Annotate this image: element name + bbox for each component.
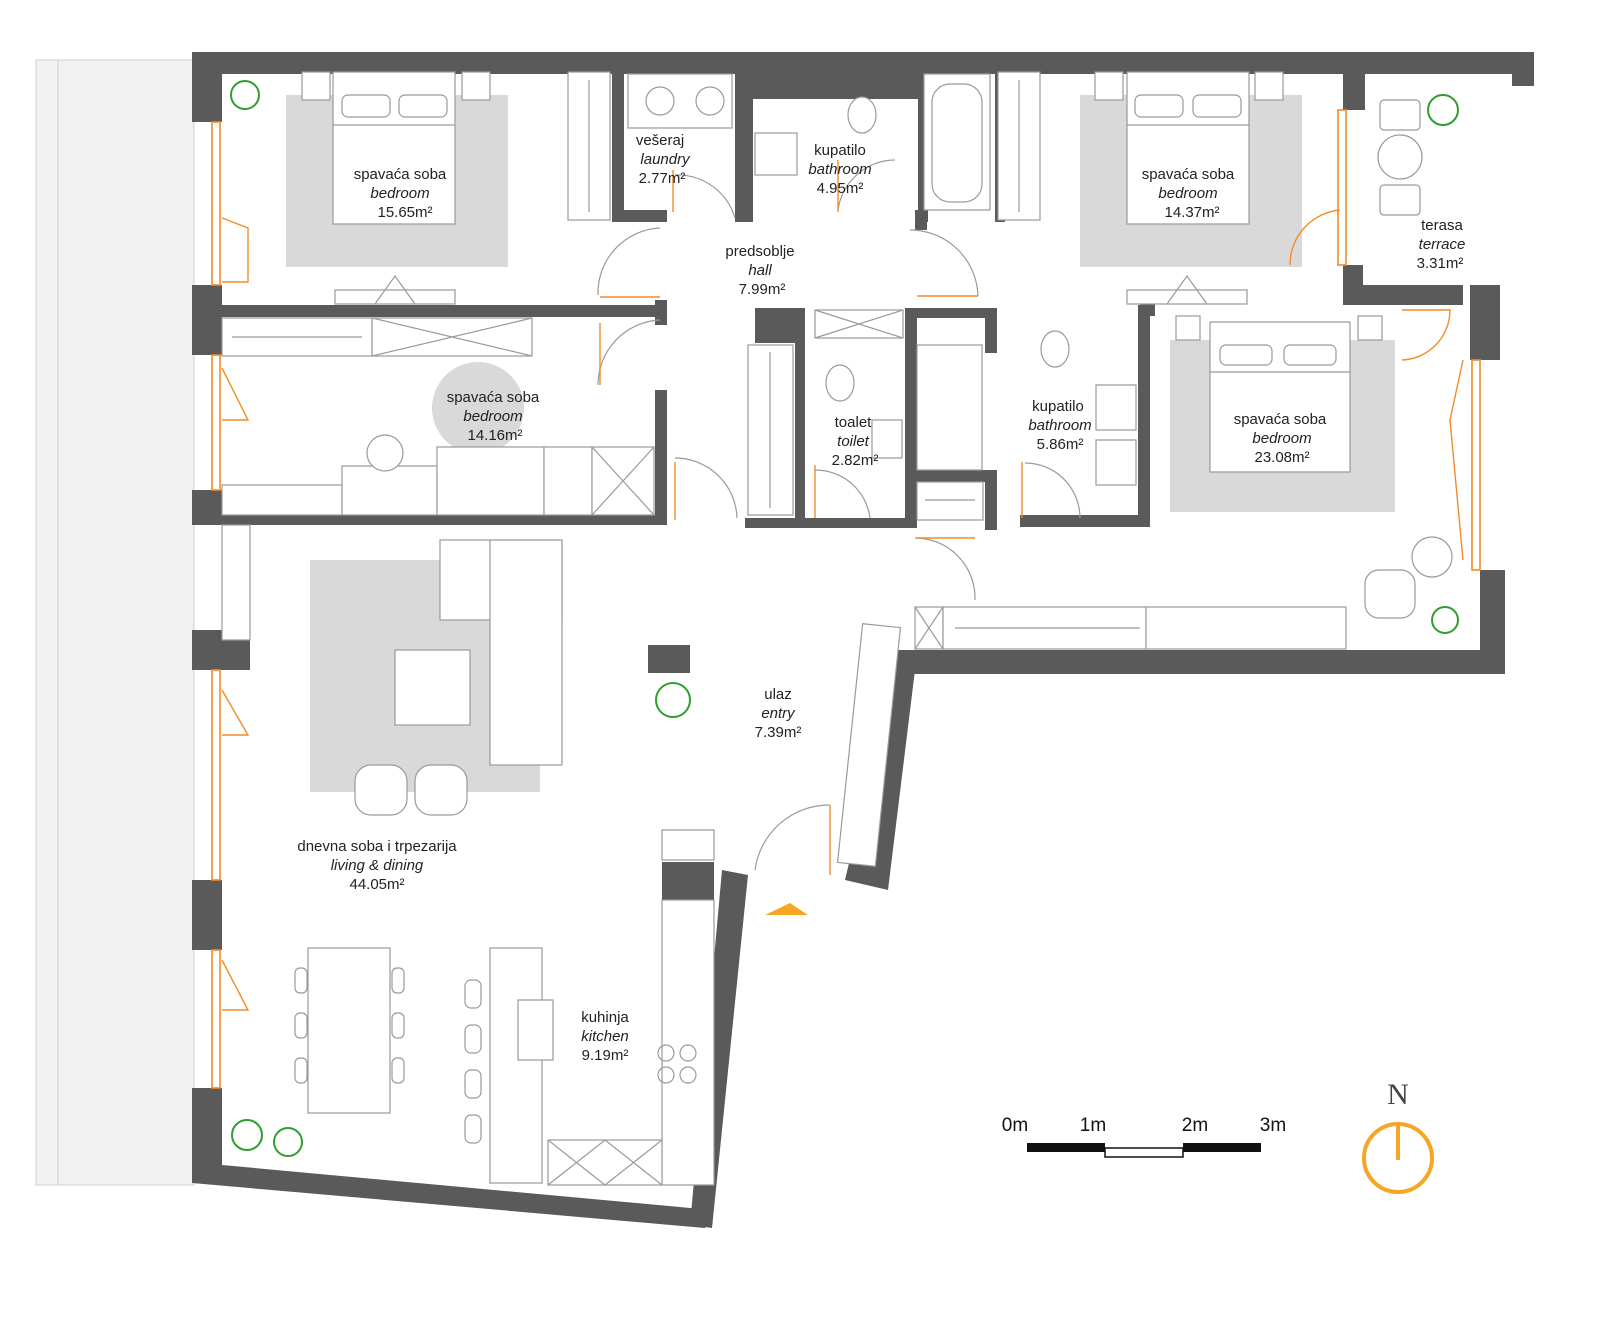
wardrobes [221,71,1347,867]
sink-icon [754,132,1137,486]
room-label: terasa terrace 3.31m² [1417,217,1466,272]
room-name: spavaća soba [447,389,540,406]
room-area: 7.99m² [739,281,786,298]
scale-bar: 0m 1m 2m 3m [1002,1115,1286,1158]
room-area: 9.19m² [582,1047,629,1064]
room-area: 14.16m² [467,427,522,444]
toilet-icon [825,96,1070,402]
room-name-en: living & dining [331,857,424,874]
room-label: predsoblje hall 7.99m² [725,243,794,298]
scale-label: 0m [1002,1115,1028,1136]
windows [211,109,1481,1089]
room-label: dnevna soba i trpezarija living & dining… [297,838,457,893]
room-name-en: bedroom [463,408,522,425]
room-label: spavaća soba bedroom 14.37m² [1142,166,1235,221]
room-name-en: bathroom [808,161,871,178]
room-name-en: kitchen [581,1028,629,1045]
room-area: 15.65m² [377,204,432,221]
room-label: ulaz entry 7.39m² [755,686,802,741]
room-name-en: toilet [837,433,870,450]
room-label: toalet toilet 2.82m² [832,414,879,469]
room-area: 4.95m² [817,180,864,197]
room-name: toalet [835,414,873,431]
room-name-en: bathroom [1028,417,1091,434]
room-name-en: bedroom [1252,430,1311,447]
room-area: 2.82m² [832,452,879,469]
room-label: kupatilo bathroom 5.86m² [1028,398,1091,453]
room-label: kuhinja kitchen 9.19m² [581,1009,629,1064]
room-area: 44.05m² [349,876,404,893]
washer-icon [627,73,733,129]
room-name-en: entry [761,705,796,722]
scale-label: 3m [1260,1115,1286,1136]
room-area: 23.08m² [1254,449,1309,466]
room-name-en: bedroom [1158,185,1217,202]
room-name: ulaz [764,686,792,703]
plant-icon [230,80,1459,1157]
room-area: 2.77m² [639,170,686,187]
room-name: kupatilo [1032,398,1084,415]
room-label: kupatilo bathroom 4.95m² [808,142,871,197]
compass-label: N [1387,1078,1409,1111]
doors [597,159,1081,875]
room-name: spavaća soba [354,166,447,183]
room-label: vešeraj laundry 2.77m² [636,132,691,187]
room-name-en: hall [748,262,772,279]
room-area: 3.31m² [1417,255,1464,272]
balcony-strip [35,59,195,1186]
room-name: spavaća soba [1234,411,1327,428]
room-label: spavaća soba bedroom 23.08m² [1234,411,1327,466]
room-name: kuhinja [581,1009,629,1026]
bathtub-icon [923,73,991,211]
stove-icon [294,829,715,1186]
room-name: dnevna soba i trpezarija [297,838,457,855]
room-area: 5.86m² [1037,436,1084,453]
room-name-en: laundry [640,151,691,168]
room-name-en: bedroom [370,185,429,202]
room-name-en: terrace [1419,236,1466,253]
room-name: spavaća soba [1142,166,1235,183]
room-name: predsoblje [725,243,794,260]
scale-label: 1m [1080,1115,1106,1136]
room-name: terasa [1421,217,1463,234]
scale-label: 2m [1182,1115,1208,1136]
sofa-icon [354,539,563,816]
room-area: 7.39m² [755,724,802,741]
room-label: spavaća soba bedroom 14.16m² [447,389,540,444]
chair-icon [221,99,1453,619]
room-area: 14.37m² [1164,204,1219,221]
north-arrow-icon: N [1362,1078,1434,1194]
room-name: vešeraj [636,132,684,149]
room-labels: spavaća soba bedroom 15.65m² vešeraj lau… [297,132,1465,1064]
bed-icon [301,71,1383,473]
room-label: spavaća soba bedroom 15.65m² [354,166,447,221]
room-name: kupatilo [814,142,866,159]
entry-arrow-icon [765,903,808,915]
